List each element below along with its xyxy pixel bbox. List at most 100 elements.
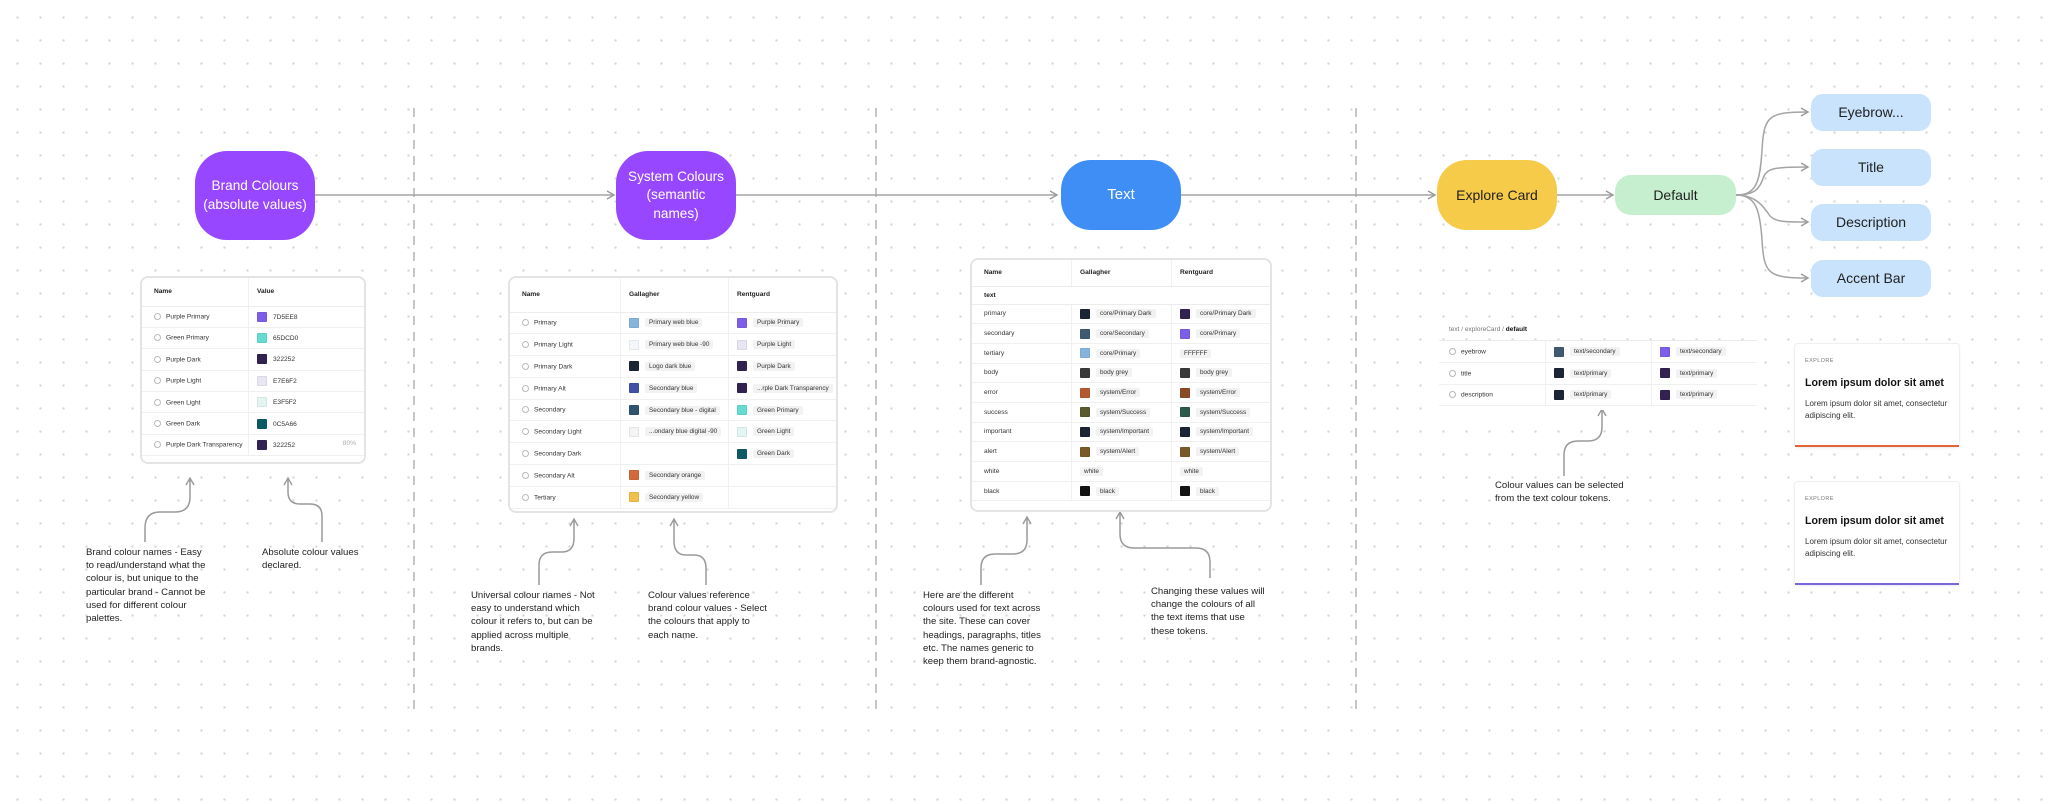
accent-bar-node[interactable]: Accent Bar [1811,260,1931,297]
token-chip[interactable]: system/Success [1196,407,1251,417]
token-name: error [972,382,1072,403]
colour-swatch [257,440,267,451]
token-chip[interactable]: system/Success [1096,407,1151,417]
token-chip[interactable]: Green Light [753,427,795,437]
token-chip[interactable]: text/primary [1570,390,1612,400]
breadcrumb-item[interactable]: exploreCard [1464,326,1501,333]
explore-card-preview[interactable]: EXPLORE Lorem ipsum dolor sit amet Lorem… [1795,482,1959,585]
description-node[interactable]: Description [1811,204,1931,241]
colour-name: Purple Light [166,377,202,385]
colour-swatch [257,311,267,322]
token-chip[interactable]: core/Primary [1196,329,1241,339]
token-chip[interactable]: core/Primary Dark [1196,309,1256,319]
token-chip[interactable]: system/Alert [1196,447,1240,457]
token-chip[interactable]: text/primary [1570,368,1612,378]
text-node[interactable]: Text [1061,160,1181,230]
token-chip[interactable]: text/secondary [1676,347,1726,356]
token-icon [522,450,529,458]
token-chip[interactable]: FFFFFF [1180,348,1212,358]
token-chip[interactable]: core/Secondary [1096,329,1149,339]
token-chip[interactable]: black [1196,486,1219,496]
token-chip[interactable]: core/Primary [1096,348,1141,358]
token-chip[interactable]: white [1180,466,1203,476]
token-chip[interactable]: ...ondary blue digital -90 [645,427,722,437]
colour-swatch [257,375,267,386]
token-chip[interactable]: system/Error [1196,388,1241,398]
eyebrow-node[interactable]: Eyebrow... [1811,94,1931,131]
token-chip[interactable]: body grey [1096,368,1133,378]
token-chip[interactable]: Green Primary [753,405,803,415]
token-icon [154,377,161,385]
token-chip[interactable]: Purple Light [753,340,796,350]
table-row[interactable]: Secondary Light...ondary blue digital -9… [510,420,836,444]
token-icon [154,398,161,406]
brand-colours-node[interactable]: Brand Colours (absolute values) [195,151,315,240]
token-chip[interactable]: ...rple Dark Transparency [753,383,833,393]
card-description: Lorem ipsum dolor sit amet, consectetur … [1805,537,1948,559]
colour-name: Purple Dark [166,356,201,364]
table-row[interactable]: primary core/Primary Dark core/Primary Dar… [972,304,1270,325]
explore-card-preview[interactable]: EXPLORE Lorem ipsum dolor sit amet Lorem… [1795,344,1959,447]
system-colours-node[interactable]: System Colours (semantic names) [616,151,736,240]
breadcrumb-item[interactable]: text [1449,326,1460,333]
token-chip[interactable]: Secondary yellow [645,492,704,502]
colour-swatch [1180,387,1190,398]
token-chip[interactable]: system/Important [1196,427,1254,437]
token-chip[interactable]: system/Alert [1096,447,1140,457]
colour-swatch [1180,407,1190,418]
title-node[interactable]: Title [1811,149,1931,186]
token-chip[interactable]: body grey [1196,368,1233,378]
token-chip[interactable]: black [1096,486,1119,496]
token-chip[interactable]: white [1080,466,1103,476]
token-chip[interactable]: core/Primary Dark [1096,309,1156,319]
token-chip[interactable]: text/secondary [1570,347,1620,356]
token-chip[interactable]: Purple Dark [753,361,795,371]
token-chip[interactable]: Secondary blue - digital [645,405,720,415]
token-chip[interactable]: Purple Primary [753,318,804,328]
table-row[interactable]: error system/Error system/Error [972,382,1270,403]
token-icon [522,471,529,479]
token-chip[interactable]: text/primary [1676,390,1718,400]
token-icon [154,420,161,428]
token-chip[interactable]: system/Important [1096,427,1154,437]
token-chip[interactable]: Secondary blue [645,383,698,393]
token-chip[interactable]: Secondary orange [645,470,706,480]
branch-accent-bar [1735,194,1810,283]
default-node[interactable]: Default [1615,175,1736,215]
token-chip[interactable]: text/primary [1676,368,1718,378]
token-chip[interactable]: system/Error [1096,388,1141,398]
token-icon [522,319,529,327]
token-chip[interactable]: Logo dark blue [645,361,696,371]
token-chip[interactable]: Primary web blue -90 [645,340,714,350]
token-chip[interactable]: Green Dark [753,449,795,459]
token-name: primary [972,304,1072,325]
explore-card-node[interactable]: Explore Card [1437,160,1557,230]
token-chip[interactable]: Primary web blue [645,318,703,328]
